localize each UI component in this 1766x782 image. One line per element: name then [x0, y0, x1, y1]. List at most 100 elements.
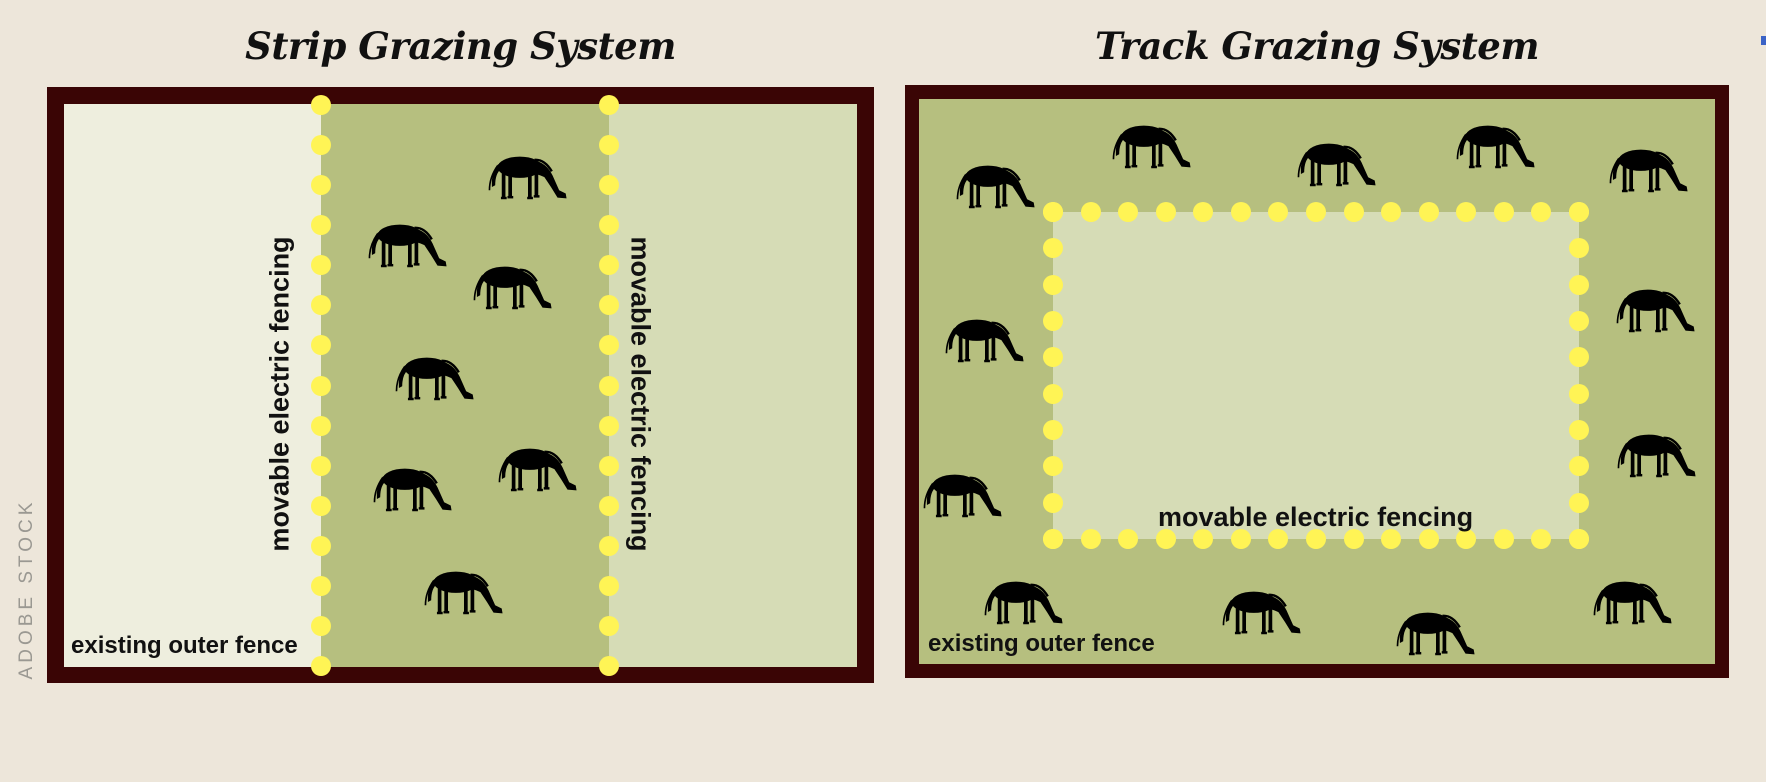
fence-post-icon	[1381, 202, 1402, 222]
fence-post-icon	[1193, 529, 1214, 549]
grazing-horse-icon	[487, 144, 569, 202]
strip-resting-area	[609, 104, 857, 667]
fence-post-icon	[1569, 274, 1589, 295]
fence-post-icon	[599, 175, 619, 196]
fence-post-icon	[1230, 202, 1251, 222]
track-outer-fence: movable electric fencing existing outer …	[905, 85, 1729, 678]
strip-outer-fence: movable electric fencing movable electri…	[47, 87, 874, 683]
fence-post-icon	[1531, 529, 1552, 549]
fence-post-icon	[311, 455, 331, 476]
grazing-horse-icon	[922, 462, 1004, 520]
grazing-horse-icon	[497, 436, 579, 494]
strip-right-fence-label: movable electric fencing	[625, 236, 656, 552]
strip-grazed-area	[64, 104, 321, 667]
strip-left-fence-label: movable electric fencing	[264, 236, 295, 552]
fence-post-icon	[1456, 529, 1477, 549]
fence-post-icon	[1531, 202, 1552, 222]
fence-post-icon	[1043, 492, 1063, 513]
fence-post-icon	[1043, 311, 1063, 331]
fence-post-icon	[599, 415, 619, 436]
fence-post-icon	[1569, 383, 1589, 404]
fence-post-icon	[599, 255, 619, 276]
grazing-horse-icon	[1221, 579, 1303, 637]
fence-post-icon	[1043, 456, 1063, 477]
fence-post-icon	[311, 615, 331, 636]
grazing-horse-icon	[394, 345, 476, 403]
fence-post-icon	[1118, 529, 1139, 549]
fence-post-icon	[1343, 202, 1364, 222]
fence-post-icon	[311, 215, 331, 236]
strip-grazing-title: Strip Grazing System	[245, 24, 676, 68]
fence-post-icon	[599, 335, 619, 356]
track-electric-fence-right	[1569, 202, 1589, 549]
grazing-horse-icon	[1608, 137, 1690, 195]
fence-post-icon	[1230, 529, 1251, 549]
grazing-horse-icon	[1615, 277, 1697, 335]
fence-post-icon	[1043, 347, 1063, 368]
fence-post-icon	[599, 135, 619, 156]
fence-post-icon	[1118, 202, 1139, 222]
adobe-stock-watermark: ADOBE STOCK	[16, 498, 37, 680]
fence-post-icon	[311, 575, 331, 596]
fence-post-icon	[1569, 456, 1589, 477]
fence-post-icon	[1569, 202, 1589, 222]
grazing-horse-icon	[423, 559, 505, 617]
strip-left-electric-fence	[304, 95, 338, 676]
fence-post-icon	[1268, 202, 1289, 222]
fence-post-icon	[311, 495, 331, 516]
fence-post-icon	[599, 95, 619, 115]
track-electric-fence-top	[1043, 202, 1589, 222]
fence-post-icon	[1155, 529, 1176, 549]
grazing-horse-icon	[1395, 600, 1477, 658]
fence-post-icon	[311, 95, 331, 115]
corner-marker	[1761, 36, 1766, 45]
fence-post-icon	[1569, 347, 1589, 368]
fence-post-icon	[311, 656, 331, 676]
grazing-horse-icon	[367, 212, 449, 270]
fence-post-icon	[1043, 274, 1063, 295]
fence-post-icon	[311, 135, 331, 156]
fence-post-icon	[1080, 529, 1101, 549]
fence-post-icon	[1456, 202, 1477, 222]
fence-post-icon	[1493, 202, 1514, 222]
grazing-horse-icon	[955, 153, 1037, 211]
grazing-horse-icon	[1616, 422, 1698, 480]
fence-post-icon	[599, 295, 619, 316]
strip-outer-fence-label: existing outer fence	[71, 632, 298, 659]
fence-post-icon	[599, 215, 619, 236]
fence-post-icon	[1080, 202, 1101, 222]
fence-post-icon	[1569, 420, 1589, 440]
track-fence-label: movable electric fencing	[1158, 502, 1474, 532]
fence-post-icon	[311, 415, 331, 436]
grazing-horse-icon	[1592, 569, 1674, 627]
fence-post-icon	[1306, 202, 1326, 222]
fence-post-icon	[1569, 238, 1589, 259]
fence-post-icon	[311, 335, 331, 356]
grazing-horse-icon	[983, 569, 1065, 627]
track-resting-center	[1053, 212, 1579, 539]
track-grazing-title: Track Grazing System	[1095, 24, 1539, 68]
fence-post-icon	[311, 175, 331, 196]
fence-post-icon	[311, 295, 331, 316]
fence-post-icon	[1418, 202, 1439, 222]
strip-right-electric-fence	[592, 95, 626, 676]
fence-post-icon	[1569, 311, 1589, 331]
track-electric-fence-left	[1043, 202, 1063, 549]
grazing-horse-icon	[472, 254, 554, 312]
fence-post-icon	[1268, 529, 1289, 549]
fence-post-icon	[1343, 529, 1364, 549]
fence-post-icon	[311, 375, 331, 396]
fence-post-icon	[1381, 529, 1402, 549]
fence-post-icon	[599, 656, 619, 676]
fence-post-icon	[599, 535, 619, 556]
grazing-horse-icon	[1455, 113, 1537, 171]
fence-post-icon	[311, 535, 331, 556]
grazing-horse-icon	[944, 307, 1026, 365]
fence-post-icon	[599, 455, 619, 476]
fence-post-icon	[1493, 529, 1514, 549]
fence-post-icon	[1306, 529, 1326, 549]
track-outer-fence-label: existing outer fence	[928, 630, 1155, 657]
fence-post-icon	[1418, 529, 1439, 549]
fence-post-icon	[599, 375, 619, 396]
fence-post-icon	[599, 615, 619, 636]
